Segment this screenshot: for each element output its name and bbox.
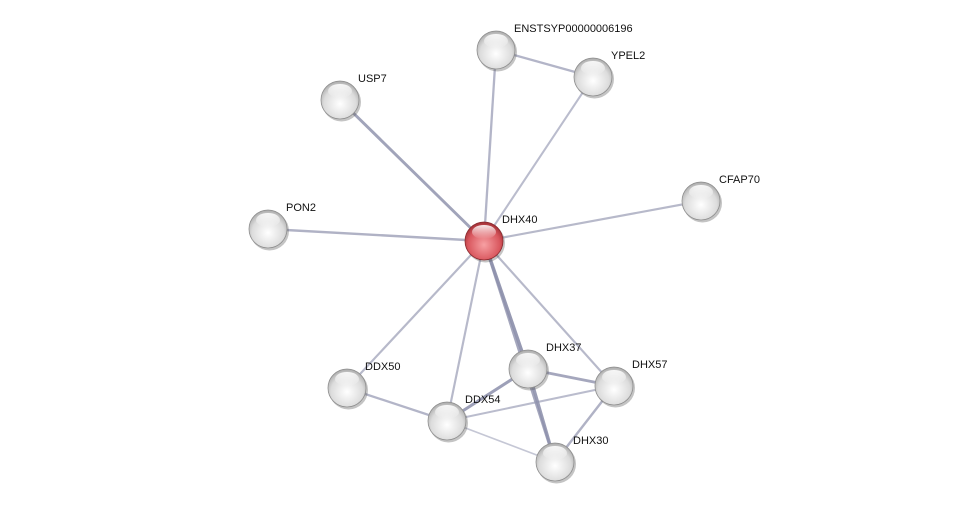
node-label: DHX40 <box>502 214 537 226</box>
edge-dhx40-ddx50[interactable] <box>346 240 485 389</box>
node-highlight <box>484 34 508 48</box>
node-highlight <box>543 446 567 460</box>
node-dhx30[interactable]: DHX30 <box>535 435 608 484</box>
node-label: CFAP70 <box>719 174 760 186</box>
node-highlight <box>602 370 626 384</box>
edge-dhx40-enstsyp00000006196[interactable] <box>482 49 498 242</box>
node-highlight <box>435 405 459 419</box>
node-usp7[interactable]: USP7 <box>320 73 387 122</box>
node-label: USP7 <box>358 73 387 85</box>
node-dhx37[interactable]: DHX37 <box>508 342 581 391</box>
node-label: DHX57 <box>632 359 667 371</box>
edge-dhx40-ddx54[interactable] <box>445 240 486 422</box>
node-ddx54[interactable]: DDX54 <box>427 394 500 443</box>
node-highlight <box>335 372 359 386</box>
edge-dhx40-pon2[interactable] <box>267 227 485 243</box>
node-label: YPEL2 <box>611 50 645 62</box>
node-label: ENSTSYP00000006196 <box>514 23 633 35</box>
node-dhx57[interactable]: DHX57 <box>594 359 667 408</box>
node-highlight <box>256 213 280 227</box>
node-label: DDX50 <box>365 361 400 373</box>
node-cfap70[interactable]: CFAP70 <box>681 174 760 223</box>
node-highlight <box>328 84 352 98</box>
node-highlight <box>689 185 713 199</box>
edge-dhx57-ddx54[interactable] <box>446 385 615 422</box>
edge-dhx40-cfap70[interactable] <box>483 199 702 243</box>
node-enstsyp00000006196[interactable]: ENSTSYP00000006196 <box>476 23 633 72</box>
edge-dhx40-usp7[interactable] <box>338 98 486 243</box>
node-highlight <box>516 353 540 367</box>
node-pon2[interactable]: PON2 <box>248 202 316 251</box>
node-highlight <box>472 225 496 239</box>
node-label: PON2 <box>286 202 316 214</box>
edge-dhx40-dhx57[interactable] <box>483 240 615 387</box>
node-highlight <box>581 61 605 75</box>
edge-dhx40-ypel2[interactable] <box>483 76 594 242</box>
node-ypel2[interactable]: YPEL2 <box>573 50 645 99</box>
node-label: DDX54 <box>465 394 500 406</box>
node-label: DHX30 <box>573 435 608 447</box>
node-label: DHX37 <box>546 342 581 354</box>
node-ddx50[interactable]: DDX50 <box>327 361 400 410</box>
node-dhx40[interactable]: DHX40 <box>464 214 537 263</box>
